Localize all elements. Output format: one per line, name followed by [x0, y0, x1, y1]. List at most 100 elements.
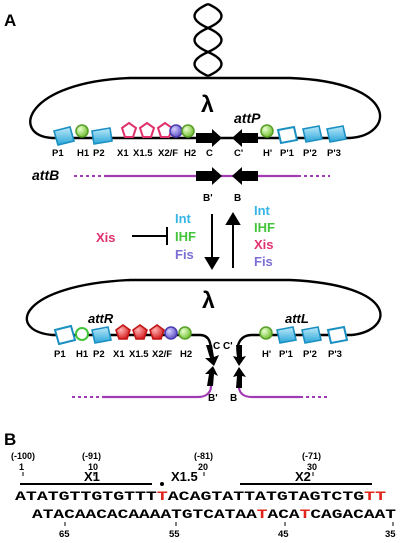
label-p1: P1 — [52, 148, 64, 159]
factor-left-fis: Fis — [175, 247, 194, 262]
label-x1-5: X1.5 — [133, 148, 153, 159]
label-b: B — [234, 193, 241, 204]
pos-55: 55 — [169, 529, 180, 540]
attr-label: attR — [88, 311, 114, 326]
core-b-prime-arrow-icon — [196, 167, 222, 185]
label-x2f: X2/F — [158, 148, 178, 159]
svg-text:X1: X1 — [113, 349, 125, 360]
attl-p-prime-3-site-icon — [326, 325, 349, 345]
pos-10: 10 — [88, 462, 98, 472]
bottom-position-labels: 65 55 45 35 — [59, 529, 396, 540]
xis-inhibitor-label: Xis — [96, 230, 116, 245]
factor-left-ihf: IHF — [175, 229, 196, 244]
label-p-prime-2: P'2 — [303, 148, 317, 159]
fis-icon — [169, 124, 183, 138]
x1-5-dot — [160, 482, 164, 486]
pos-20: 20 — [198, 462, 208, 472]
factor-right-ihf: IHF — [254, 220, 275, 235]
attl-core-c-prime-arrow-icon — [233, 345, 246, 366]
attp-site-labels: P1 H1 P2 X1 X1.5 X2/F H2 C C' H' P'1 P'2… — [52, 148, 341, 159]
attr-core-b-prime-arrow-icon — [205, 366, 218, 386]
attr-p2-site-icon — [91, 326, 112, 344]
attb-dna — [74, 167, 330, 185]
attp-label: attP — [234, 110, 261, 126]
svg-text:P'1: P'1 — [279, 349, 294, 360]
attl-p-prime-2-site-icon — [301, 326, 322, 344]
core-c-prime-arrow-icon — [232, 129, 258, 147]
lambda-symbol-bottom: λ — [202, 287, 215, 313]
factor-right-int: Int — [254, 203, 271, 218]
attr-label-b-prime: B' — [208, 393, 218, 404]
label-h2: H2 — [184, 148, 196, 159]
svg-text:P'2: P'2 — [303, 349, 317, 360]
core-c-arrow-icon — [196, 129, 222, 147]
h-prime-ihf-icon — [260, 124, 274, 138]
h2-ihf-icon — [181, 124, 195, 138]
attl-bacterial-dna — [237, 387, 330, 399]
svg-text:P1: P1 — [54, 349, 66, 360]
label-b-prime: B' — [203, 193, 213, 204]
factor-right-fis: Fis — [254, 254, 273, 269]
label-h1: H1 — [77, 148, 90, 159]
attp-sites — [53, 121, 347, 147]
attl-label-c-prime: C' — [223, 341, 233, 352]
svg-text:P'3: P'3 — [328, 349, 342, 360]
bottom-ticks — [64, 522, 394, 526]
label-c-prime: C' — [234, 148, 243, 159]
panel-a-label: A — [4, 11, 16, 30]
pos-35: 35 — [385, 529, 396, 540]
p-prime-2-site-icon — [302, 125, 323, 143]
attr-site-labels: P1 H1 P2 X1 X1.5 X2/F H2 — [54, 349, 192, 360]
panel-b-label: B — [4, 430, 16, 449]
site-x1-5-label: X1.5 — [171, 469, 198, 484]
coord-minus-100: (-100) — [11, 451, 35, 461]
label-x1: X1 — [117, 148, 129, 159]
svg-text:H2: H2 — [180, 349, 192, 360]
coord-minus-81: (-81) — [194, 451, 213, 461]
lambda-symbol-top: λ — [201, 91, 214, 117]
pos-65: 65 — [59, 529, 70, 540]
attr-label-c: C — [213, 341, 220, 352]
label-p2: P2 — [93, 148, 105, 159]
svg-text:X1.5: X1.5 — [129, 349, 149, 360]
attr-sites — [53, 324, 192, 346]
attr-p1-site-icon — [53, 324, 77, 346]
attl-site-labels: H' P'1 P'2 P'3 — [262, 349, 342, 360]
supercoil-twist — [193, 2, 223, 78]
site-x1-label: X1 — [84, 469, 100, 484]
factor-left-int: Int — [175, 211, 192, 226]
svg-text:X2/F: X2/F — [152, 349, 172, 360]
core-b-arrow-icon — [232, 167, 258, 185]
attl-label-b: B — [230, 393, 237, 404]
site-x2-label: X2 — [295, 469, 311, 484]
attl-core-b-arrow-icon — [233, 367, 246, 388]
h1-ihf-icon — [75, 124, 89, 138]
attp-phage-loop — [29, 76, 382, 140]
attl-p-prime-1-site-icon — [276, 326, 297, 344]
prophage-loop — [25, 278, 382, 337]
label-c: C — [206, 148, 213, 159]
coord-minus-91: (-91) — [82, 451, 101, 461]
attr-h1-ihf-icon — [75, 327, 89, 341]
attl-sites — [259, 325, 349, 345]
attl-h-prime-ihf-icon — [259, 326, 273, 340]
label-h-prime: H' — [263, 148, 272, 159]
label-p-prime-3: P'3 — [327, 148, 341, 159]
p2-site-icon — [91, 127, 113, 145]
x1-5-pentagon-icon — [138, 121, 156, 138]
pos-1: 1 — [19, 462, 24, 472]
svg-text:H1: H1 — [76, 349, 89, 360]
p-prime-3-site-icon — [326, 125, 347, 143]
attr-core — [205, 345, 219, 386]
integration-arrow-icon — [204, 257, 220, 270]
attr-h2-ihf-icon — [178, 326, 192, 340]
pos-45: 45 — [278, 529, 289, 540]
label-p-prime-1: P'1 — [280, 148, 295, 159]
attr-fis-icon — [164, 326, 178, 340]
x1-pentagon-icon — [120, 121, 138, 138]
svg-text:P2: P2 — [93, 349, 105, 360]
attr-x2-xis-icon — [149, 324, 165, 340]
